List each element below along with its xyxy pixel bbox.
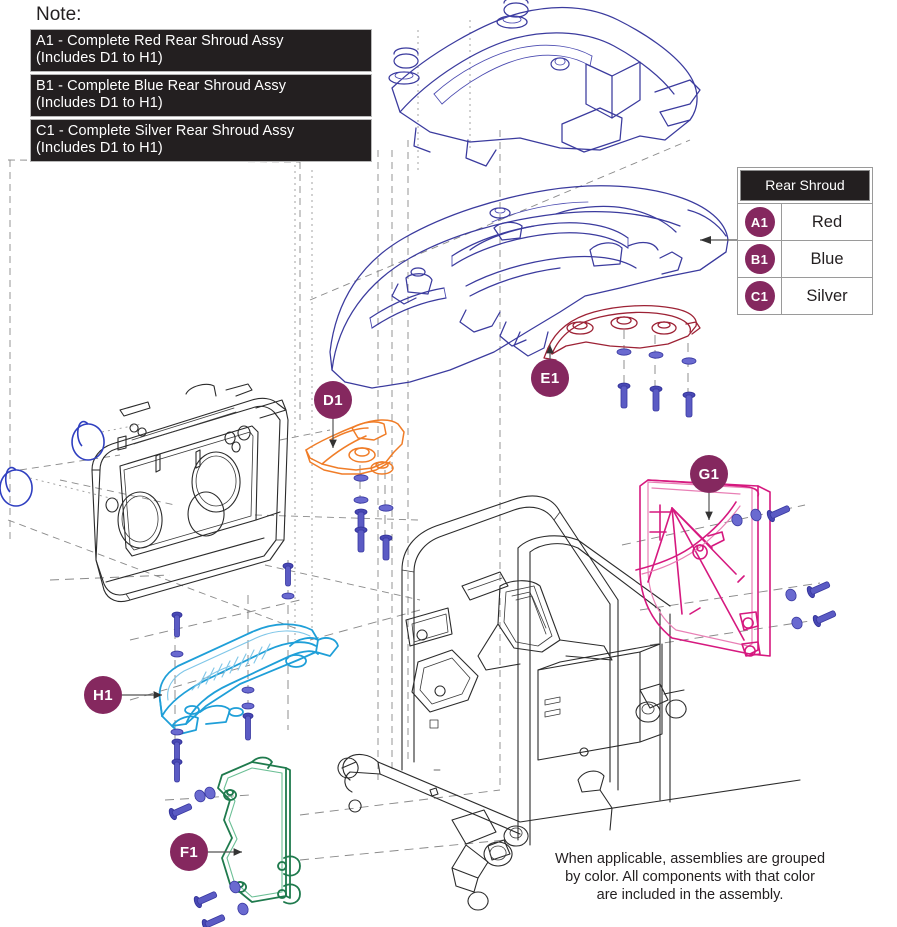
- part-g1-magenta-fender: [635, 479, 771, 657]
- callout-badge-h1: H1: [84, 676, 122, 714]
- part-main-rear-shroud-body: [329, 185, 729, 389]
- callout-leader-lines: [122, 236, 737, 856]
- leader-legend-arrowhead: [700, 236, 711, 244]
- part-center-frame-chassis: [337, 495, 801, 911]
- legend-row-c1: C1 Silver: [738, 277, 872, 314]
- legend-label-c1: Silver: [806, 286, 848, 305]
- legend-label-a1: Red: [811, 212, 843, 231]
- part-e1-red-bracket: [543, 305, 701, 361]
- note-block: Note: A1 - Complete Red Rear Shroud Assy…: [30, 4, 372, 164]
- note-row-c1-line2: (Includes D1 to H1): [36, 140, 163, 156]
- note-title: Note:: [36, 4, 82, 25]
- legend-badge-b1: B1: [744, 244, 775, 274]
- legend-badge-a1: A1: [744, 207, 775, 237]
- legend-badge-cell-c1: C1: [738, 278, 782, 314]
- callout-badge-d1: D1: [314, 381, 352, 419]
- note-row-a1-line1: A1 - Complete Red Rear Shroud Assy: [36, 33, 284, 49]
- hardware-d1-fasteners: [353, 474, 394, 561]
- hardware-e1-fasteners: [616, 348, 697, 418]
- hardware-h1-fasteners: [170, 562, 295, 765]
- legend-badge-cell-a1: A1: [738, 204, 782, 240]
- part-upper-shroud-cover: [388, 0, 701, 167]
- note-row-b1-line1: B1 - Complete Blue Rear Shroud Assy: [36, 78, 287, 94]
- part-d1-orange-bracket: [305, 419, 405, 475]
- footer-note-line3: are included in the assembly.: [596, 887, 784, 903]
- callout-badge-e1: E1: [531, 359, 569, 397]
- footer-note: When applicable, assemblies are grouped …: [505, 850, 875, 904]
- part-h1-cyan-handle: [158, 623, 339, 735]
- legend-badge-c1: C1: [744, 281, 775, 311]
- note-row-b1-line2: (Includes D1 to H1): [36, 95, 163, 111]
- note-row-a1-line2: (Includes D1 to H1): [36, 50, 163, 66]
- note-row-b1: B1 - Complete Blue Rear Shroud Assy (Inc…: [30, 74, 372, 117]
- legend-label-b1: Blue: [810, 249, 844, 268]
- footer-note-line1: When applicable, assemblies are grouped: [554, 851, 826, 867]
- note-row-c1: C1 - Complete Silver Rear Shroud Assy (I…: [30, 119, 372, 162]
- legend-row-a1: A1 Red: [738, 203, 872, 240]
- legend-row-b1: B1 Blue: [738, 240, 872, 277]
- legend-badge-cell-b1: B1: [738, 241, 782, 277]
- hardware-g1-fasteners: [731, 505, 837, 630]
- part-left-side-panel: [0, 383, 289, 603]
- rear-shroud-legend-table: Rear Shroud A1 Red B1 Blue C1 Silver: [737, 167, 873, 315]
- callout-badge-g1: G1: [690, 455, 728, 493]
- hardware-f1-fasteners: [168, 758, 249, 927]
- part-f1-green-bracket: [217, 756, 301, 905]
- note-row-a1: A1 - Complete Red Rear Shroud Assy (Incl…: [30, 29, 372, 72]
- footer-note-line2: by color. All components with that color: [565, 869, 815, 885]
- callout-badge-f1: F1: [170, 833, 208, 871]
- legend-header: Rear Shroud: [740, 170, 870, 201]
- note-row-c1-line1: C1 - Complete Silver Rear Shroud Assy: [36, 123, 295, 139]
